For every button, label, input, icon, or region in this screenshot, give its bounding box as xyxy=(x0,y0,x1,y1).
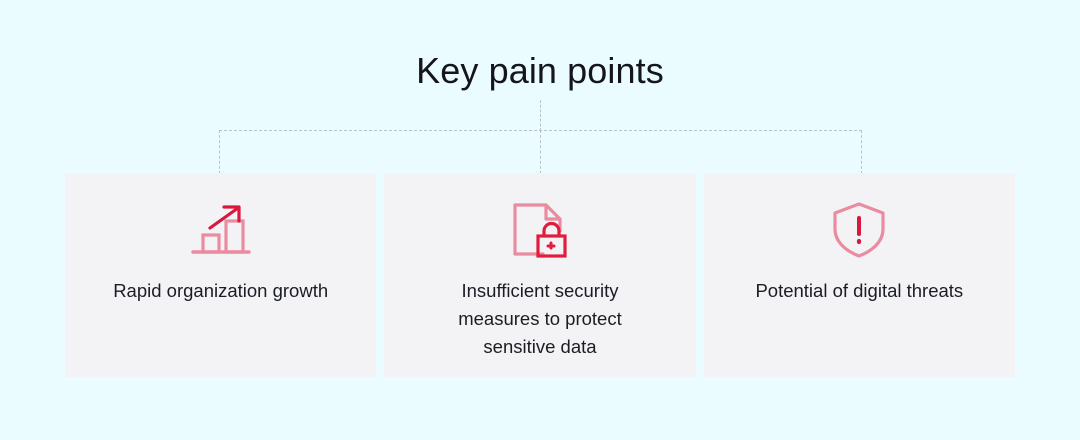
pain-point-card-2-label: Insufficient security measures to protec… xyxy=(458,280,622,357)
connector-line-to-card-1 xyxy=(219,130,220,174)
page-title: Key pain points xyxy=(416,50,664,91)
connector-line-to-card-2 xyxy=(540,130,541,174)
pain-point-card-1[interactable]: Rapid organization growth xyxy=(65,173,377,377)
connector-line-to-card-3 xyxy=(861,130,862,174)
bar-chart-growth-icon xyxy=(185,199,257,261)
pain-point-card-2[interactable]: Insufficient security measures to protec… xyxy=(384,173,696,377)
connector-line-title-stem xyxy=(540,100,541,131)
pain-point-card-1-label: Rapid organization growth xyxy=(113,280,329,301)
pain-point-card-3-label: Potential of digital threats xyxy=(755,280,964,301)
connector-line-horizontal xyxy=(219,130,862,131)
pain-point-cards: Rapid organization growth Insufficient s… xyxy=(65,173,1015,377)
document-lock-icon xyxy=(504,199,576,261)
pain-point-card-3[interactable]: Potential of digital threats xyxy=(703,173,1015,377)
shield-alert-icon xyxy=(823,199,895,261)
